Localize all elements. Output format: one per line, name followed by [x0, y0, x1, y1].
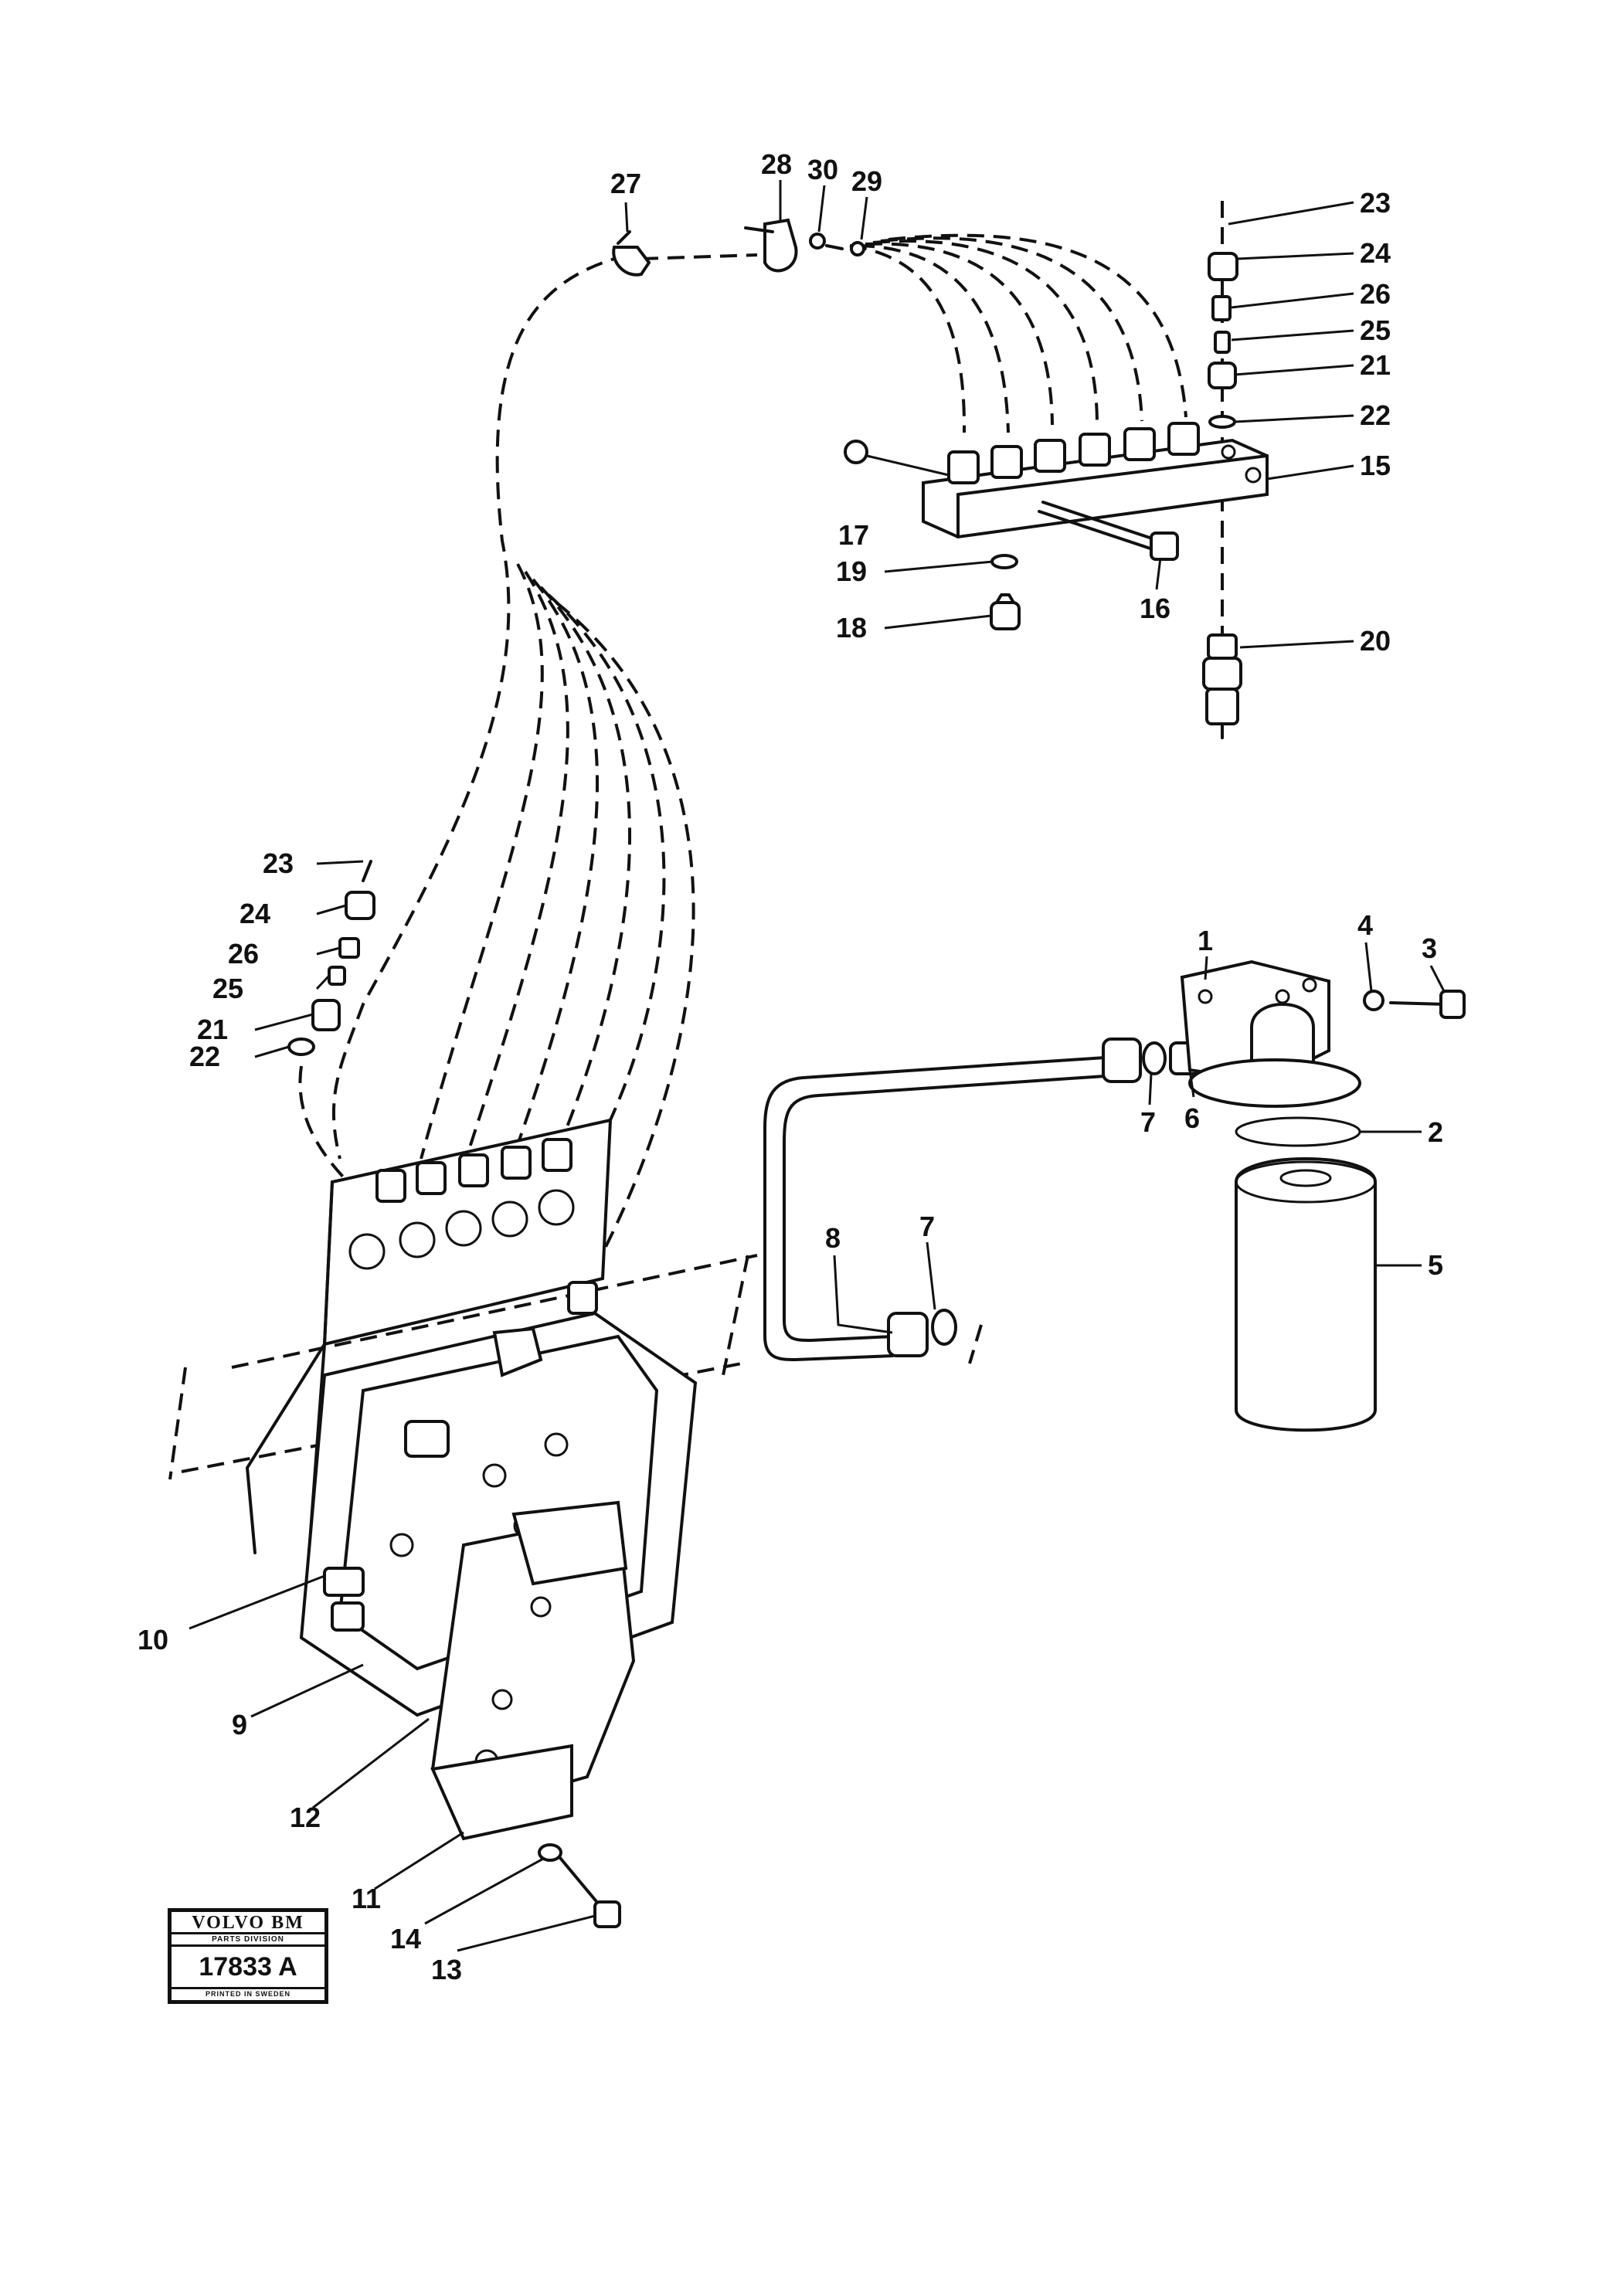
callout-6: 6	[1184, 1102, 1200, 1134]
callout-21-top: 21	[1360, 349, 1391, 381]
stamp-division: PARTS DIVISION	[172, 1934, 324, 1947]
callout-18: 18	[836, 612, 867, 644]
nut-17	[844, 440, 868, 464]
valve-body-ports	[348, 1189, 575, 1270]
callout-25-top: 25	[1360, 314, 1391, 346]
washer-7-top	[1142, 1041, 1167, 1075]
leader-lines	[189, 180, 1446, 1952]
callout-16: 16	[1140, 593, 1170, 624]
callout-14: 14	[390, 1923, 421, 1954]
callout-9: 9	[232, 1709, 247, 1741]
upper-fitting-stack	[1208, 252, 1238, 429]
stamp-brand: VOLVO BM	[172, 1912, 324, 1934]
callout-15: 15	[1360, 450, 1391, 481]
filter-head-1	[1180, 959, 1361, 1108]
stamp-number: 17833 A	[172, 1947, 324, 1989]
valve-assembly	[246, 1118, 698, 1841]
callout-29: 29	[851, 165, 882, 197]
filter-5	[1235, 1157, 1377, 1432]
callout-26-left: 26	[228, 938, 259, 970]
pipe-8	[763, 1038, 1142, 1361]
clamp-27	[612, 230, 651, 277]
callout-8: 8	[825, 1222, 841, 1254]
stamp-printed: PRINTED IN SWEDEN	[205, 1990, 290, 1998]
callout-labels: 27 28 30 29 23 24 26 25 21 22 15 17 19 1…	[138, 148, 1443, 1985]
left-fitting-stack	[287, 860, 375, 1056]
top-manifold-block	[922, 422, 1269, 539]
callout-23-top: 23	[1360, 187, 1391, 219]
callout-22-left: 22	[189, 1041, 220, 1072]
callout-30: 30	[807, 154, 838, 185]
clamp-28	[744, 218, 865, 273]
callout-21-left: 21	[197, 1014, 228, 1045]
callout-19: 19	[836, 555, 867, 587]
callout-10: 10	[138, 1624, 168, 1656]
callout-2: 2	[1428, 1116, 1443, 1148]
callout-20: 20	[1360, 625, 1391, 657]
callout-26-top: 26	[1360, 278, 1391, 310]
callout-4: 4	[1357, 909, 1373, 941]
callout-22-top: 22	[1360, 399, 1391, 431]
washer-14	[538, 1843, 562, 1862]
bolt-16	[1038, 501, 1179, 561]
callout-23-left: 23	[263, 847, 294, 879]
callout-13: 13	[431, 1954, 462, 1985]
callout-24-top: 24	[1360, 237, 1391, 269]
washer-4	[1363, 990, 1384, 1011]
o-ring-2	[1235, 1116, 1361, 1147]
dashed-hoses	[168, 201, 1224, 1480]
manifold-fittings	[947, 422, 1200, 484]
bolt-3	[1389, 990, 1466, 1019]
bolt-13	[559, 1856, 621, 1928]
callout-5: 5	[1428, 1249, 1443, 1281]
valve-top-fittings	[375, 1138, 598, 1315]
callout-12: 12	[290, 1802, 321, 1833]
washer-19	[990, 554, 1018, 569]
callout-24-left: 24	[240, 898, 270, 929]
callout-28: 28	[761, 148, 792, 180]
valve-20	[1202, 633, 1242, 739]
callout-11: 11	[352, 1883, 381, 1914]
callout-7-top: 7	[1140, 1106, 1156, 1138]
callout-27: 27	[610, 168, 641, 199]
parts-division-stamp: VOLVO BM PARTS DIVISION 17833 A PRINTED …	[168, 1908, 328, 2004]
callout-7-bottom: 7	[919, 1211, 935, 1242]
callout-25-left: 25	[212, 973, 243, 1004]
plug-18	[990, 593, 1021, 630]
callout-1: 1	[1198, 925, 1213, 956]
callout-17: 17	[838, 519, 869, 551]
callout-3: 3	[1422, 932, 1437, 964]
